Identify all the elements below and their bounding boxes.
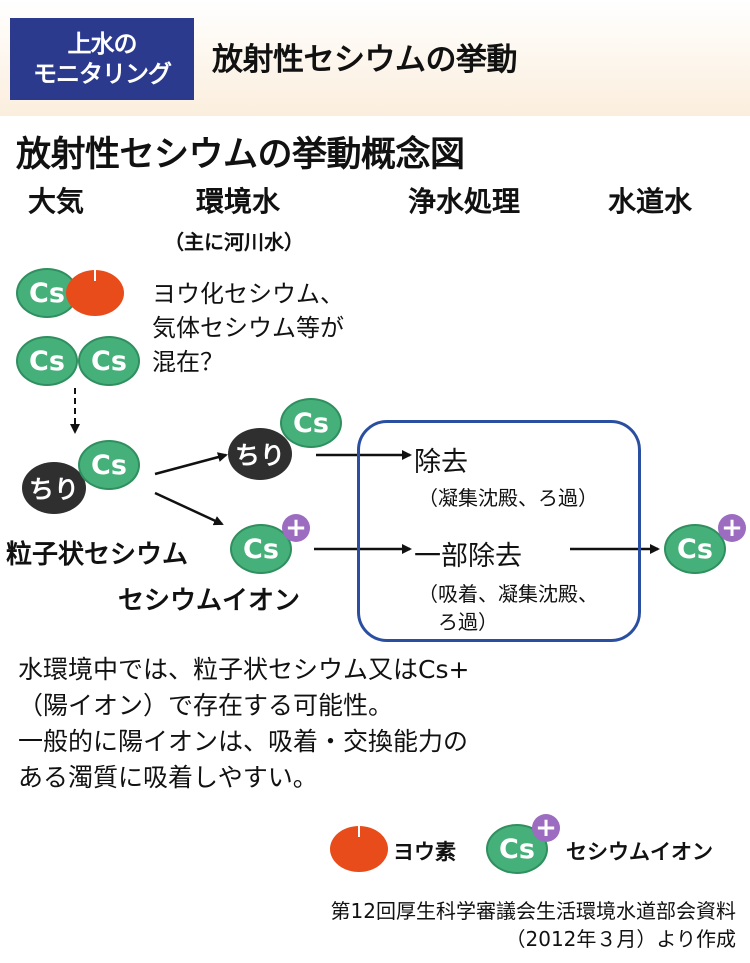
cesium-ion-label: セシウムイオン <box>118 586 301 616</box>
section-badge: 上水の モニタリング <box>10 18 194 100</box>
cesium-atom: Cs <box>280 398 342 448</box>
legend-cesium-ion-label: セシウムイオン <box>566 840 713 864</box>
cesium-atom: Cs <box>78 336 140 386</box>
legend-positive-charge-icon: + <box>532 814 560 842</box>
description-text: 水環境中では、粒子状セシウム又はCs+ （陽イオン）で存在する可能性。 一般的に… <box>18 652 469 796</box>
atmosphere-note-line3: 混在？ <box>152 348 224 376</box>
cesium-atom: Cs <box>16 336 78 386</box>
diagram-title: 放射性セシウムの挙動概念図 <box>16 135 465 175</box>
positive-charge-icon: + <box>282 514 310 542</box>
description-line2: （陽イオン）で存在する可能性。 <box>18 691 394 720</box>
cesium-atom: Cs <box>664 524 726 574</box>
cesium-atom: Cs <box>78 440 140 490</box>
arrow-to-ion <box>154 491 224 526</box>
atmosphere-note-line1: ヨウ化セシウム、 <box>152 280 344 308</box>
badge-line2: モニタリング <box>33 60 172 88</box>
column-atmosphere: 大気 <box>28 185 85 218</box>
badge-line1: 上水の <box>67 30 138 58</box>
description-line4: ある濁質に吸着しやすい。 <box>18 763 318 792</box>
particulate-cesium-label: 粒子状セシウム <box>6 540 189 570</box>
partial-removal-detail-line1: （吸着、凝集沈殿、 <box>418 582 598 606</box>
atmosphere-note-line2: 気体セシウム等が <box>152 314 344 342</box>
partial-removal-detail-line2: ろ過） <box>438 610 498 634</box>
legend-iodine-icon <box>330 826 388 872</box>
legend-cesium-icon: Cs <box>486 824 548 874</box>
description-line1: 水環境中では、粒子状セシウム又はCs+ <box>18 655 470 684</box>
dust-particle: ちり <box>22 462 86 514</box>
source-line2: （2012年３月）より作成 <box>505 927 737 951</box>
column-environmental-water: 環境水 <box>196 185 281 218</box>
header-banner: 上水の モニタリング 放射性セシウムの挙動 <box>0 0 750 116</box>
description-line3: 一般的に陽イオンは、吸着・交換能力の <box>18 727 469 756</box>
legend-iodine-label: ヨウ素 <box>393 840 456 864</box>
positive-charge-icon: + <box>718 514 746 542</box>
column-environmental-water-sub: （主に河川水） <box>164 230 304 254</box>
cesium-atom: Cs <box>230 524 292 574</box>
dust-particle: ちり <box>228 428 292 480</box>
arrow-to-dust-bound <box>154 452 228 476</box>
partial-removal-label: 一部除去 <box>414 541 522 572</box>
column-purification: 浄水処理 <box>408 185 521 218</box>
source-line1: 第12回厚生科学審議会生活環境水道部会資料 <box>330 899 736 923</box>
removal-label: 除去 <box>414 447 468 478</box>
header-title: 放射性セシウムの挙動 <box>212 42 518 78</box>
source-citation: 第12回厚生科学審議会生活環境水道部会資料 （2012年３月）より作成 <box>331 897 736 953</box>
removal-detail: （凝集沈殿、ろ過） <box>418 486 598 510</box>
purification-box <box>357 420 641 642</box>
iodine-atom <box>66 270 124 316</box>
column-tap-water: 水道水 <box>608 185 693 218</box>
